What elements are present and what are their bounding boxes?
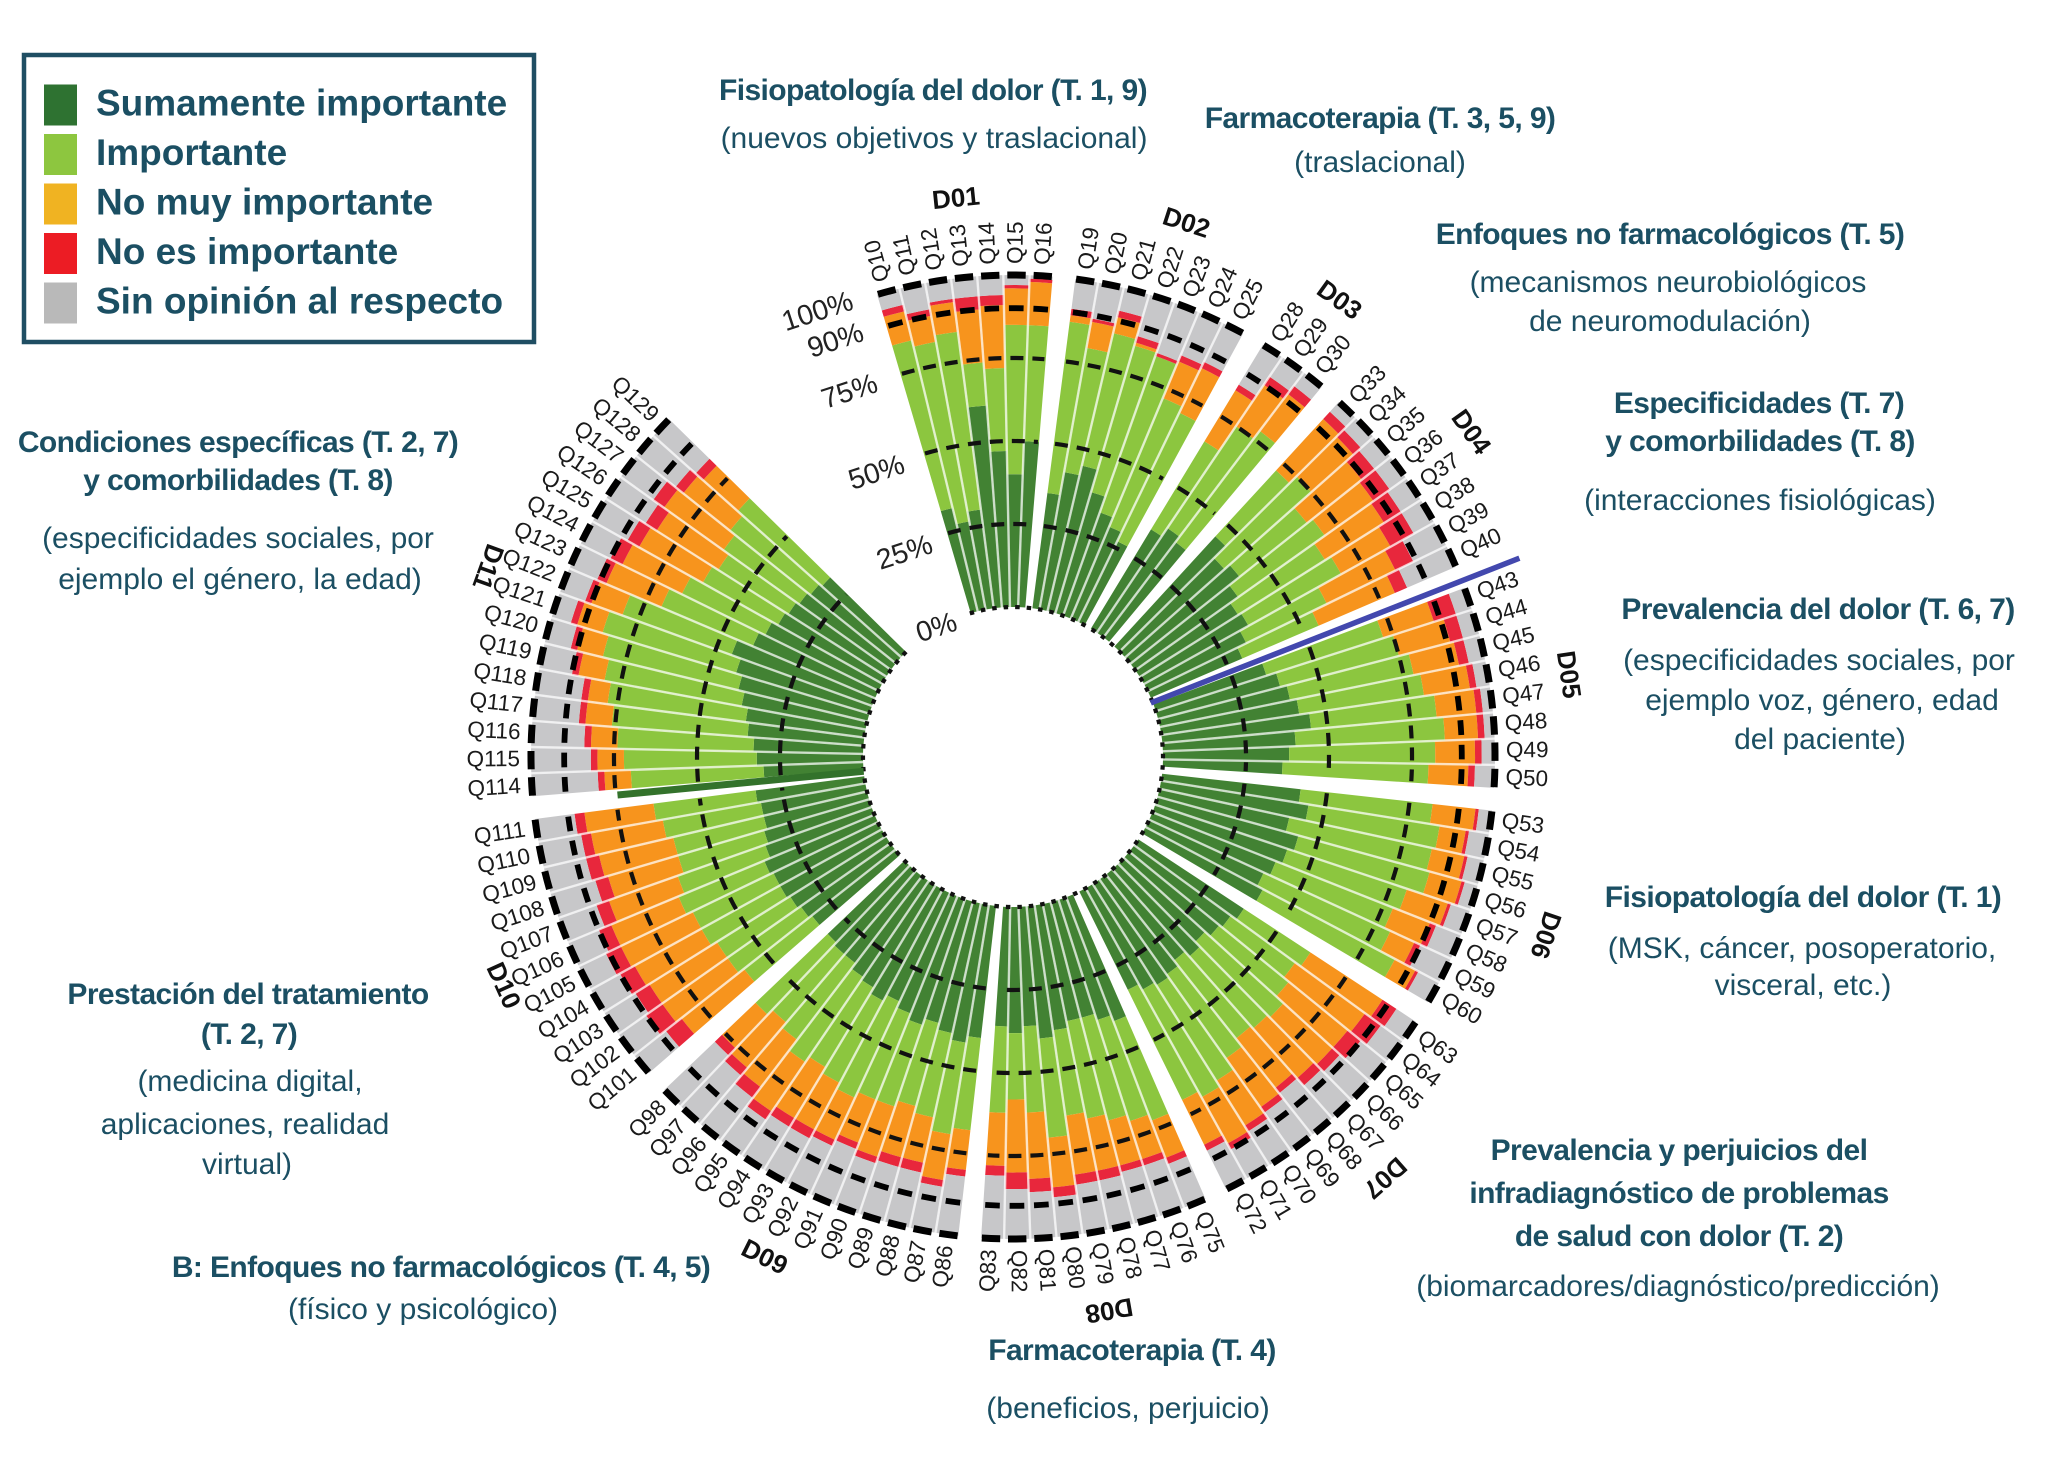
svg-text:Q49: Q49 (1506, 737, 1549, 762)
svg-text:visceral, etc.): visceral, etc.) (1715, 969, 1892, 1002)
svg-text:Q53: Q53 (1500, 808, 1545, 838)
svg-text:Q50: Q50 (1505, 764, 1549, 791)
svg-text:Prevalencia y perjuicios del: Prevalencia y perjuicios del (1491, 1134, 1868, 1167)
svg-text:Importante: Importante (96, 132, 287, 173)
svg-text:Fisiopatología del dolor (T. 1: Fisiopatología del dolor (T. 1, 9) (719, 74, 1147, 107)
svg-text:y comorbilidades (T. 8): y comorbilidades (T. 8) (83, 464, 393, 497)
svg-text:Enfoques no farmacológicos (T.: Enfoques no farmacológicos (T. 5) (1436, 218, 1905, 251)
svg-text:(beneficios, perjuicio): (beneficios, perjuicio) (986, 1392, 1269, 1425)
svg-text:de salud con dolor (T. 2): de salud con dolor (T. 2) (1515, 1220, 1843, 1253)
svg-text:B: Enfoques no farmacológicos: B: Enfoques no farmacológicos (T. 4, 5) (172, 1251, 710, 1284)
svg-text:Q82: Q82 (1006, 1250, 1031, 1293)
svg-text:No muy importante: No muy importante (96, 181, 433, 222)
svg-text:Q14: Q14 (974, 222, 1001, 266)
svg-text:Q48: Q48 (1504, 708, 1548, 736)
svg-text:Farmacoterapia (T. 4): Farmacoterapia (T. 4) (988, 1334, 1276, 1367)
svg-text:Especificidades (T. 7): Especificidades (T. 7) (1614, 387, 1904, 420)
svg-text:(especificidades sociales, por: (especificidades sociales, por (42, 522, 434, 555)
svg-text:D05: D05 (1551, 649, 1588, 701)
svg-text:Q115: Q115 (467, 746, 521, 771)
svg-text:(T. 2, 7): (T. 2, 7) (201, 1018, 297, 1051)
svg-text:Q83: Q83 (975, 1249, 1002, 1293)
svg-text:Fisiopatología del dolor (T. 1: Fisiopatología del dolor (T. 1) (1605, 881, 2001, 914)
svg-text:aplicaciones, realidad: aplicaciones, realidad (101, 1108, 390, 1141)
svg-text:(interacciones fisiológicas): (interacciones fisiológicas) (1584, 484, 1936, 517)
svg-text:Prevalencia del dolor (T. 6, 7: Prevalencia del dolor (T. 6, 7) (1621, 593, 2014, 626)
svg-text:(MSK, cáncer, posoperatorio,: (MSK, cáncer, posoperatorio, (1608, 932, 1997, 965)
svg-text:Q116: Q116 (467, 717, 521, 744)
svg-text:Prestación del tratamiento: Prestación del tratamiento (67, 978, 428, 1011)
svg-text:Q13: Q13 (945, 223, 974, 268)
svg-text:(biomarcadores/diagnóstico/pre: (biomarcadores/diagnóstico/predicción) (1416, 1270, 1940, 1303)
svg-text:Q16: Q16 (1029, 222, 1057, 266)
svg-text:infradiagnóstico de problemas: infradiagnóstico de problemas (1469, 1177, 1888, 1210)
svg-text:(físico y psicológico): (físico y psicológico) (288, 1293, 558, 1326)
svg-text:(nuevos objetivos y traslacion: (nuevos objetivos y traslacional) (721, 122, 1148, 155)
svg-text:(medicina digital,: (medicina digital, (137, 1065, 362, 1098)
svg-text:Q15: Q15 (1003, 221, 1028, 264)
svg-text:ejemplo el género, la edad): ejemplo el género, la edad) (58, 563, 422, 596)
svg-text:(especificidades sociales, por: (especificidades sociales, por (1623, 644, 2015, 677)
svg-text:Q80: Q80 (1060, 1245, 1090, 1290)
svg-text:Q114: Q114 (467, 773, 522, 801)
svg-text:y comorbilidades (T. 8): y comorbilidades (T. 8) (1605, 425, 1915, 458)
svg-text:del paciente): del paciente) (1734, 723, 1906, 756)
svg-text:ejemplo voz, género, edad: ejemplo voz, género, edad (1645, 684, 1999, 717)
svg-text:Q117: Q117 (468, 687, 524, 717)
svg-text:No es importante: No es importante (96, 231, 398, 272)
svg-text:virtual): virtual) (202, 1148, 292, 1181)
svg-text:Q47: Q47 (1501, 679, 1546, 709)
svg-text:D01: D01 (931, 180, 981, 215)
svg-text:Condiciones específicas (T. 2,: Condiciones específicas (T. 2, 7) (18, 426, 458, 459)
svg-text:Q86: Q86 (927, 1244, 957, 1289)
svg-text:(mecanismos neurobiológicos: (mecanismos neurobiológicos (1470, 266, 1867, 299)
svg-text:Sin opinión al respecto: Sin opinión al respecto (96, 280, 503, 321)
svg-text:Farmacoterapia (T. 3, 5, 9): Farmacoterapia (T. 3, 5, 9) (1205, 102, 1556, 135)
svg-text:de neuromodulación): de neuromodulación) (1529, 305, 1811, 338)
svg-text:Q81: Q81 (1033, 1248, 1061, 1292)
svg-text:(traslacional): (traslacional) (1294, 146, 1466, 179)
svg-text:Sumamente importante: Sumamente importante (96, 82, 507, 123)
